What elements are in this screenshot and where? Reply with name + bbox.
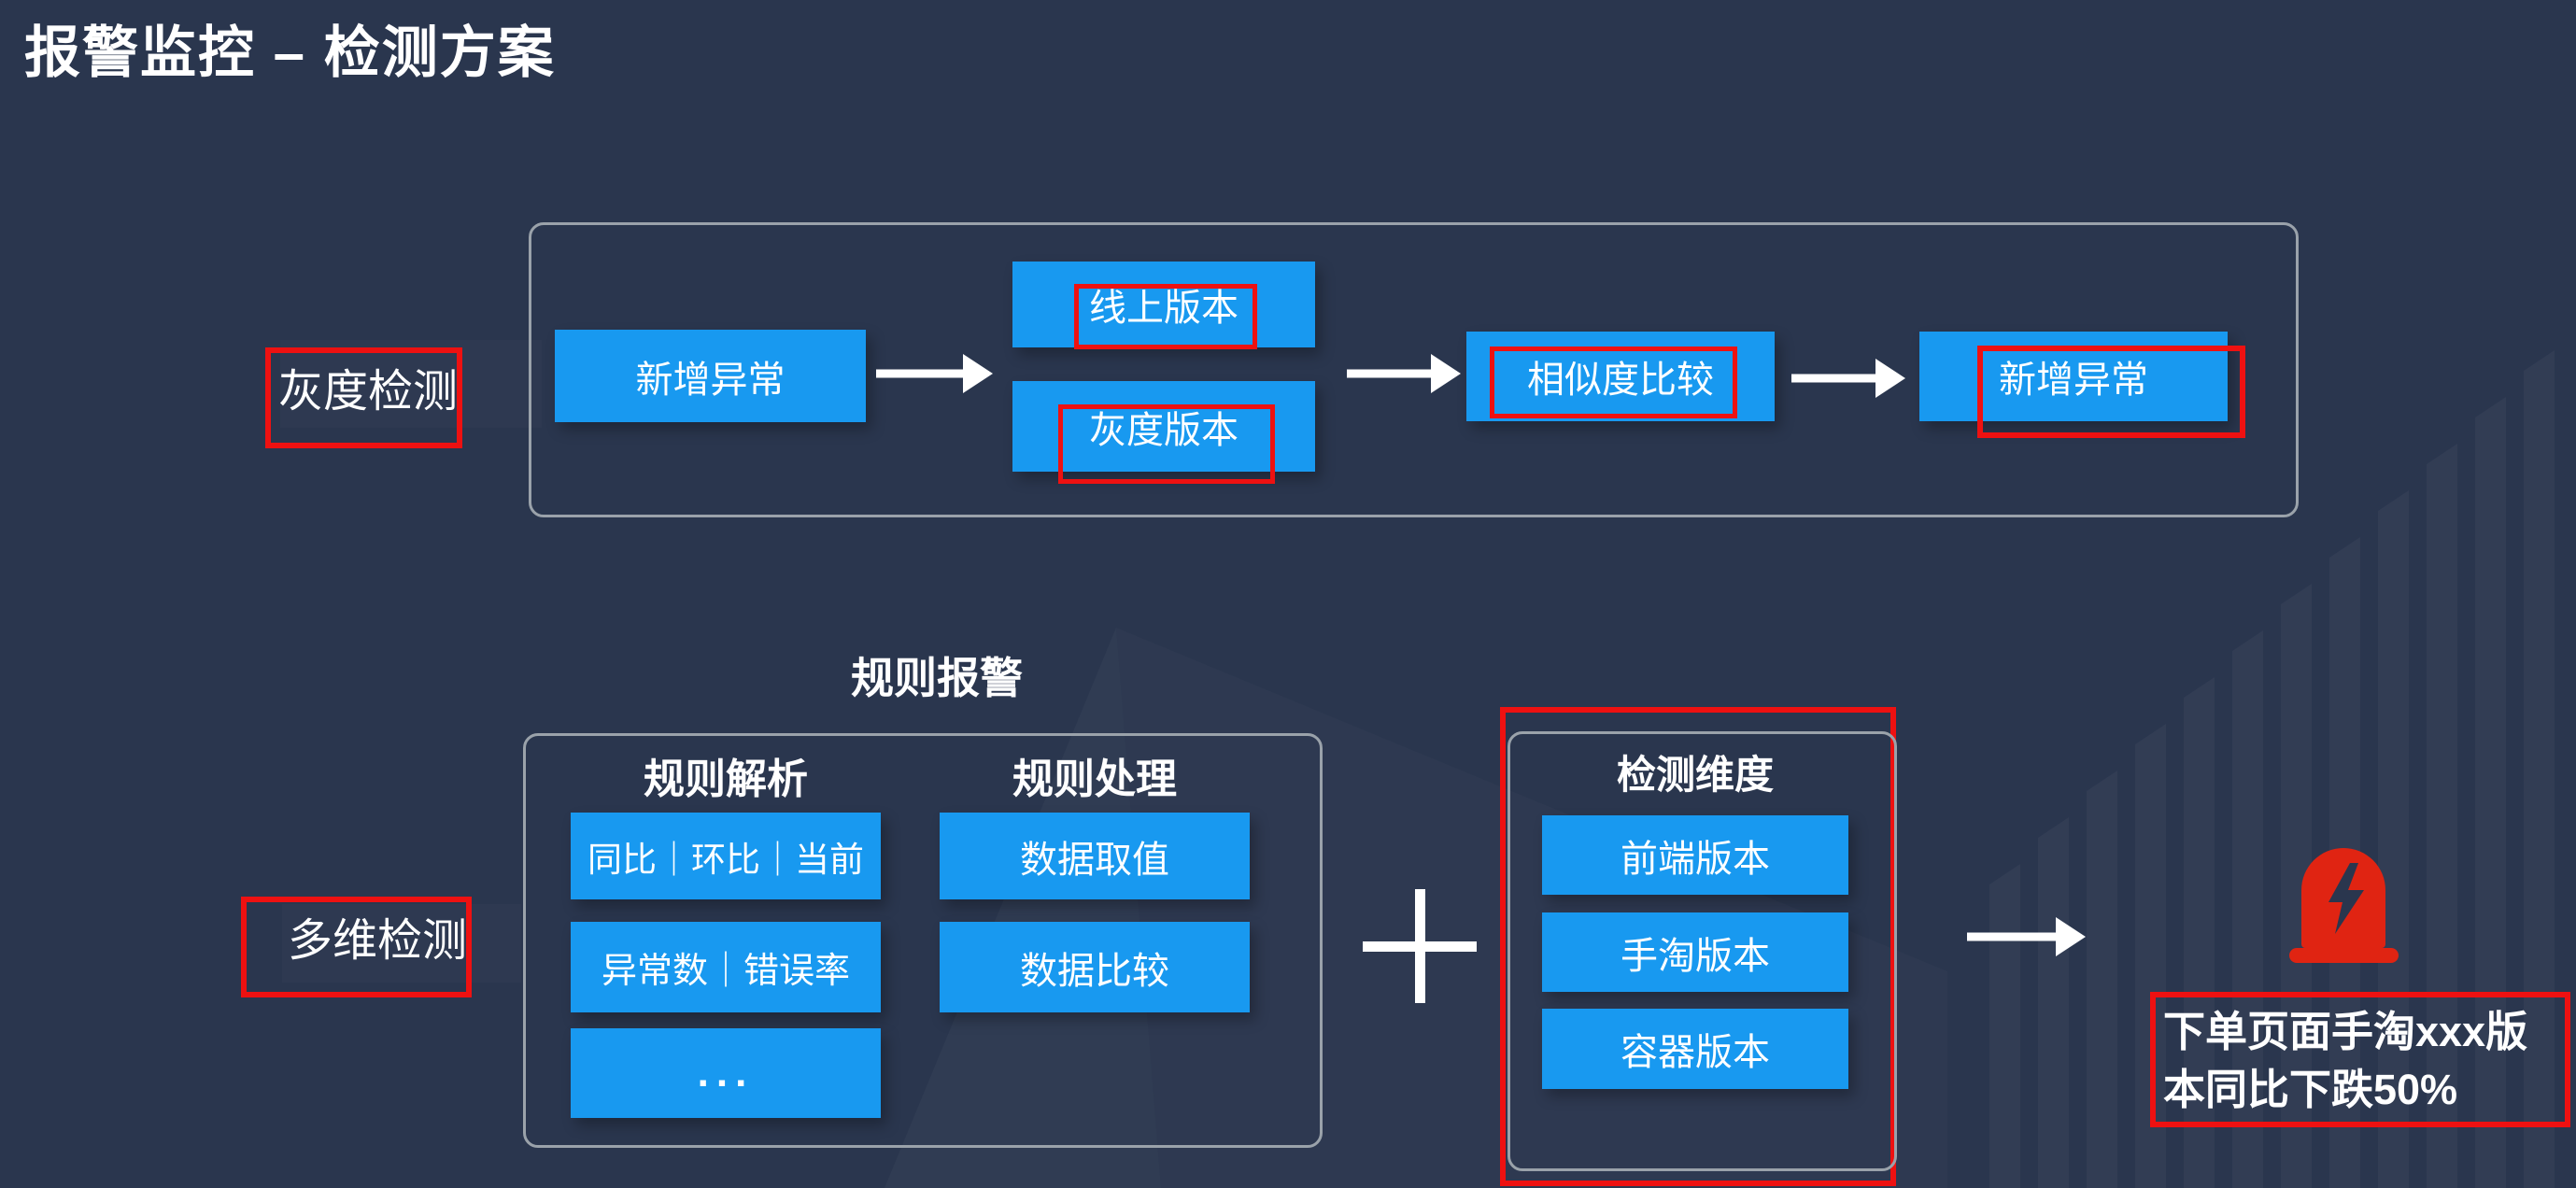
rule-process-item-data-compare: 数据比较 [940,922,1250,1012]
background-bar [2378,490,2409,1188]
graytest-flow-container [529,222,2299,517]
flow-node-online-version: 线上版本 [1012,262,1315,347]
multitest-label: 多维检测 [288,916,468,966]
rule-parse-item-yoy-mom-current: 同比｜环比｜当前 [571,813,881,899]
dimension-item-container-version: 容器版本 [1542,1009,1848,1089]
graytest-label: 灰度检测 [278,367,459,417]
graytest-label-highlight-frame [265,347,462,448]
flow-node-new-anomaly-input: 新增异常 [555,330,866,422]
page-title: 报警监控 – 检测方案 [24,21,556,84]
background-bar [2427,444,2457,1188]
rule-alarm-container [523,733,1323,1148]
rule-process-item-data-fetch: 数据取值 [940,813,1250,899]
rule-parse-header: 规则解析 [644,757,808,802]
dimension-container [1507,731,1897,1171]
rule-process-header: 规则处理 [1012,757,1177,802]
multitest-label-highlight-frame [241,897,472,997]
background-bar [2475,397,2506,1188]
gray-version-highlight-frame [1058,404,1275,484]
lightning-bolt-icon [2328,863,2364,934]
similarity-compare-highlight-frame [1490,346,1737,418]
flow-arrow-icon [876,353,993,394]
plus-icon [1363,889,1477,1003]
background-bar [2184,677,2215,1188]
online-version-highlight-frame [1074,284,1257,349]
background-bar [2232,630,2263,1188]
dimension-header: 检测维度 [1616,753,1774,797]
background-bar [2087,771,2117,1188]
background-bar [2038,817,2069,1188]
dimension-item-frontend-version: 前端版本 [1542,815,1848,895]
background-bar [2524,350,2555,1188]
rule-alarm-title: 规则报警 [851,654,1023,702]
alert-message-line2: 本同比下跌50% [2163,1066,2458,1113]
dimension-item-taobao-version: 手淘版本 [1542,912,1848,992]
alarm-siren-icon [2289,848,2399,963]
background-bar [1989,864,2020,1188]
alert-message-box: 下单页面手淘xxx版 本同比下跌50% [2150,992,2570,1127]
flow-node-gray-version: 灰度版本 [1012,381,1315,472]
rule-parse-item-ellipsis: ... [571,1028,881,1118]
dimension-highlight-frame [1500,707,1896,1186]
new-anomaly-output-highlight-frame [1977,346,2245,438]
alert-message-line1: 下单页面手淘xxx版 [2163,1008,2528,1055]
flow-arrow-icon [1791,358,1905,399]
flow-arrow-icon [1967,916,2086,957]
rule-parse-item-anomaly-errorrate: 异常数｜错误率 [571,922,881,1012]
flow-arrow-icon [1347,353,1461,394]
